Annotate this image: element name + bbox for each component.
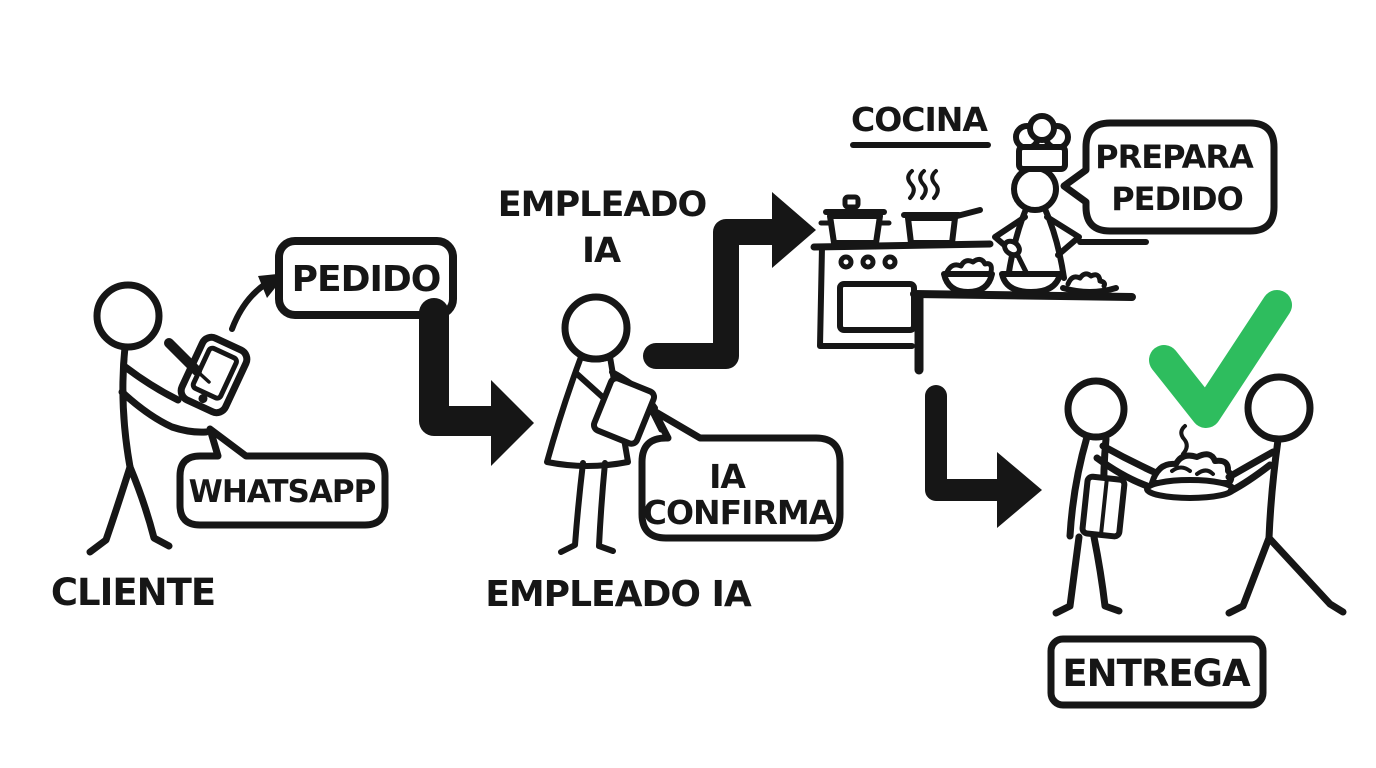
stylus-icon	[164, 338, 211, 384]
pot-icon	[818, 194, 892, 246]
waiter-figure	[1052, 377, 1158, 617]
counter	[910, 290, 1136, 375]
confirm-bubble: IA CONFIRMA	[638, 407, 844, 542]
client-head	[93, 281, 163, 351]
steam-icon	[906, 169, 940, 200]
client-figure	[86, 281, 210, 556]
food-steam-icon	[1179, 424, 1189, 456]
ai-employee-heading-line1: EMPLEADO	[498, 185, 707, 225]
smartphone-icon	[177, 333, 251, 417]
counter-top	[910, 290, 1136, 301]
chef-hat-icon	[1013, 113, 1071, 172]
ai-employee-head	[561, 293, 631, 363]
confirm-bubble-line2: CONFIRMA	[643, 493, 835, 532]
order-box-label: PEDIDO	[292, 259, 441, 300]
customer-figure	[1225, 373, 1347, 617]
confirm-bubble-line1: IA	[709, 457, 746, 496]
stovetop	[810, 240, 994, 251]
flow-arrow-1	[419, 298, 534, 466]
saucepan-icon	[901, 207, 983, 246]
delivery-box: ENTREGA	[1047, 635, 1267, 709]
ai-employee-heading-line2: IA	[582, 231, 621, 271]
checkmark-icon	[1149, 290, 1292, 428]
plate-icon	[1144, 424, 1236, 501]
ai-employee-name-label: EMPLEADO IA	[485, 574, 752, 615]
flow-arrow-2	[643, 192, 816, 369]
towel-icon	[1079, 473, 1128, 540]
kitchen-title: COCINA	[851, 100, 988, 139]
customer-head	[1244, 373, 1314, 443]
delivery-box-label: ENTREGA	[1062, 652, 1251, 695]
oven-door	[837, 281, 917, 333]
mixing-bowl-icon	[999, 271, 1063, 295]
client-name-label: CLIENTE	[51, 571, 215, 614]
chef-figure	[992, 113, 1082, 281]
stove-icon	[810, 240, 994, 349]
whatsapp-bubble: WHATSAPP	[176, 425, 389, 529]
whatsapp-bubble-label: WHATSAPP	[189, 474, 376, 510]
prepare-bubble-line1: PREPARA	[1095, 138, 1254, 176]
chef-head	[1011, 165, 1059, 213]
order-box: PEDIDO	[275, 237, 457, 319]
waiter-head	[1064, 377, 1128, 441]
prepare-bubble: PREPARA PEDIDO	[1060, 119, 1278, 235]
flow-arrow-3	[925, 385, 1042, 528]
food-bowl-icon	[941, 256, 995, 295]
prepare-bubble-line2: PEDIDO	[1111, 180, 1243, 218]
garnish-plate-icon	[1060, 271, 1119, 295]
